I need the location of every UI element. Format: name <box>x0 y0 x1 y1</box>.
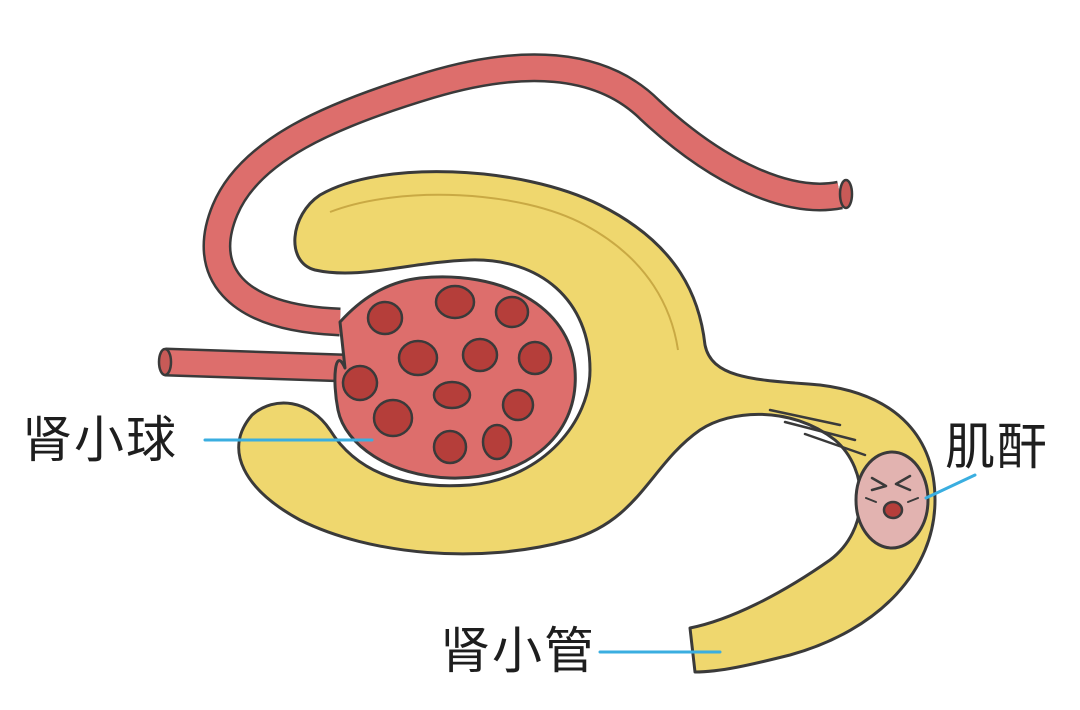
label-creatinine: 肌酐 <box>945 418 1049 476</box>
pointer-lines <box>203 438 977 654</box>
clot-12 <box>481 423 513 461</box>
clot-1 <box>366 300 404 336</box>
glomerulus <box>333 275 577 480</box>
clot-8 <box>432 380 472 410</box>
renal-tubule <box>237 170 937 674</box>
creatinine-particle <box>854 450 930 550</box>
pointer-creatinine <box>924 473 977 500</box>
clot-5 <box>461 337 499 373</box>
clot-6 <box>517 340 553 376</box>
blood-vessel <box>202 53 854 337</box>
clot-10 <box>372 398 414 438</box>
clot-4 <box>397 339 439 377</box>
label-tubule: 肾小管 <box>440 622 596 680</box>
clot-11 <box>432 429 468 465</box>
label-glomerulus: 肾小球 <box>22 411 178 469</box>
clot-9 <box>501 388 535 422</box>
clot-7 <box>341 364 379 402</box>
clot-2 <box>434 284 476 320</box>
clot-3 <box>494 295 530 329</box>
afferent-vessel <box>157 347 346 383</box>
